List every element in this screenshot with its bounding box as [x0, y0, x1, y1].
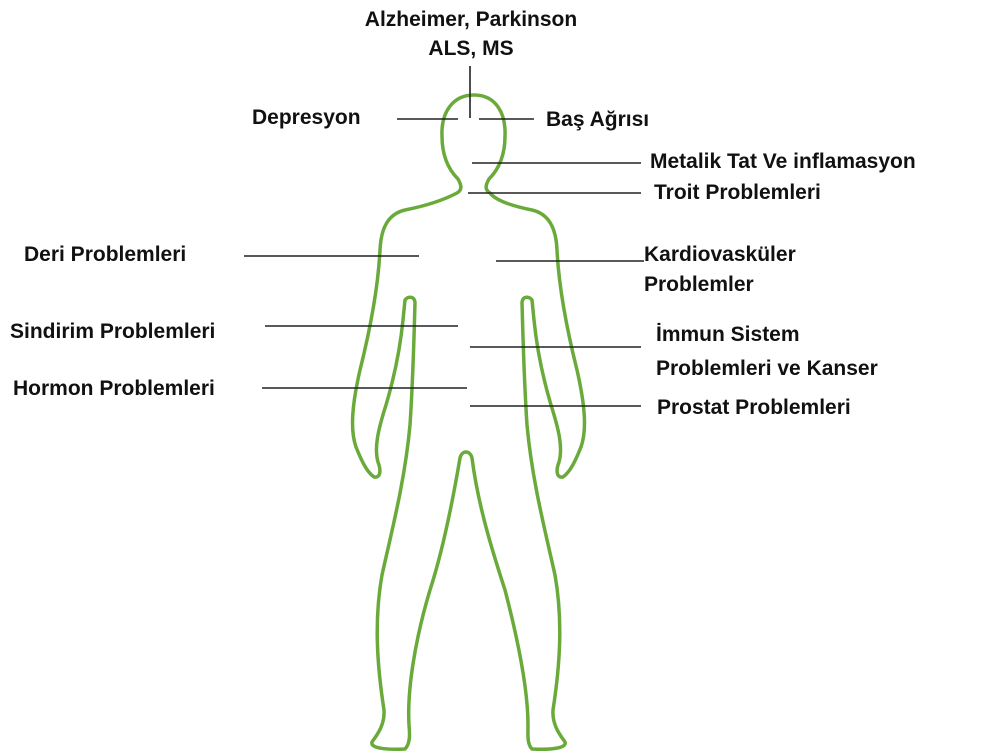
label-cardiovascular: Kardiovasküler Problemler — [644, 240, 796, 300]
label-skin: Deri Problemleri — [24, 243, 186, 267]
label-headache: Baş Ağrısı — [546, 108, 649, 132]
label-neurological: Alzheimer, Parkinson ALS, MS — [340, 8, 602, 61]
label-immune-line2: Problemleri ve Kanser — [656, 352, 878, 386]
label-cardio-line2: Problemler — [644, 270, 796, 300]
label-immune: İmmun Sistem Problemleri ve Kanser — [656, 318, 878, 386]
label-metallic-taste: Metalik Tat Ve inflamasyon — [650, 150, 916, 174]
label-prostate: Prostat Problemleri — [657, 396, 851, 420]
label-neuro-line2: ALS, MS — [340, 37, 602, 61]
label-cardio-line1: Kardiovasküler — [644, 240, 796, 270]
label-depression: Depresyon — [252, 106, 361, 130]
label-neuro-line1: Alzheimer, Parkinson — [340, 8, 602, 32]
label-digestive: Sindirim Problemleri — [10, 320, 215, 344]
label-immune-line1: İmmun Sistem — [656, 318, 878, 352]
label-hormone: Hormon Problemleri — [13, 377, 215, 401]
label-thyroid: Troit Problemleri — [654, 181, 821, 205]
